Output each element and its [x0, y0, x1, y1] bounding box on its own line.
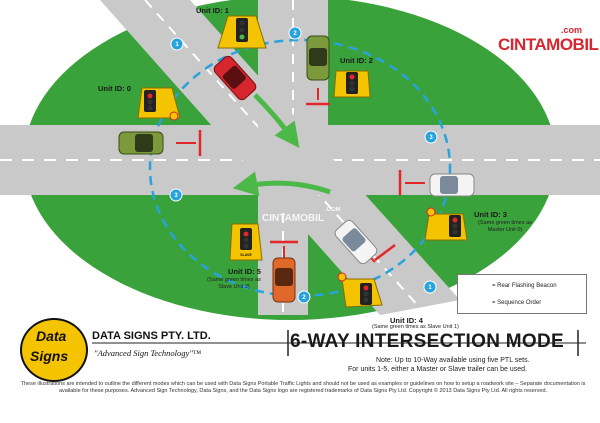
- logo-line-2: Signs: [30, 348, 69, 364]
- watermark-center-com: .COM: [325, 207, 341, 213]
- sequence-badge-2: 2: [288, 26, 302, 40]
- car-white-diagonal: [334, 219, 378, 265]
- watermark-com: .com: [561, 25, 583, 35]
- sequence-badge-1-label: 1: [175, 42, 179, 48]
- unit-3-label: Unit ID: 3: [474, 210, 507, 219]
- data-signs-logo: Data Signs: [20, 318, 88, 382]
- logo-line-1: Data: [36, 328, 67, 344]
- unit-4-note: (Same green times as Slave Unit 1): [372, 324, 459, 330]
- unit-5-label: Unit ID: 5: [228, 267, 261, 276]
- mode-title: 6-WAY INTERSECTION MODE: [290, 331, 564, 352]
- sequence-badge-1-bottom: 1: [423, 280, 437, 294]
- traffic-unit-2: [333, 70, 371, 98]
- legend-sequence-text: = Sequence Order: [492, 300, 542, 306]
- sequence-badge-3-right-label: 3: [429, 135, 433, 141]
- vehicles: [118, 35, 475, 303]
- company-name: DATA SIGNS PTY. LTD.: [92, 330, 211, 342]
- traffic-unit-1: [217, 15, 267, 49]
- car-green-top: [306, 35, 330, 81]
- car-green-left: [118, 131, 164, 155]
- unit-1-label: Unit ID: 1: [196, 6, 229, 15]
- stop-markers: [176, 88, 425, 263]
- car-orange: [272, 257, 296, 303]
- unit-3-note: (Same green times as Master Unit 0): [478, 220, 532, 233]
- car-red: [213, 55, 257, 101]
- unit-5-sign-text: SLAVE: [240, 253, 252, 257]
- sequence-badge-2-label: 2: [293, 31, 297, 37]
- traffic-unit-4: [337, 272, 383, 308]
- unit-0-label: Unit ID: 0: [98, 84, 131, 93]
- legend-beacon-text: = Rear Flashing Beacon: [492, 283, 557, 289]
- legend: = Rear Flashing Beacon = Sequence Order: [457, 274, 587, 314]
- sequence-badge-2-bottom: 2: [297, 290, 311, 304]
- sequence-badge-1-bottom-label: 1: [428, 285, 432, 291]
- mode-note-1: Note: Up to 10-Way available using five …: [376, 357, 530, 364]
- company-tagline: "Advanced Sign Technology"™: [94, 348, 202, 358]
- watermark-brand: CINTAMOBIL: [498, 35, 599, 54]
- mode-note-2: For units 1-5, either a Master or Slave …: [348, 366, 527, 373]
- traffic-units: SLAVE: [137, 15, 468, 308]
- sequence-badges: 1 2 3 3 2 1: [169, 26, 438, 304]
- turn-arrow-down: [253, 93, 300, 149]
- sequence-badge-3-right: 3: [424, 130, 438, 144]
- traffic-unit-0: [137, 87, 181, 121]
- disclaimer: These illustrations are intended to outl…: [20, 381, 586, 394]
- sequence-badge-2-bottom-label: 2: [302, 295, 306, 301]
- sequence-badge-3-left-label: 3: [174, 193, 178, 199]
- watermark-center-brand: CINTAMOBIL: [262, 213, 325, 224]
- car-white-right: [429, 173, 475, 197]
- unit-2-label: Unit ID: 2: [340, 56, 373, 65]
- sequence-badge-3-left: 3: [169, 188, 183, 202]
- traffic-unit-5: SLAVE: [229, 223, 263, 261]
- sequence-badge-1: 1: [170, 37, 184, 51]
- unit-5-note: (Same green times as Slave Unit 2): [207, 277, 261, 290]
- traffic-unit-3: [424, 207, 468, 241]
- turn-arrow-left: [232, 171, 331, 197]
- unit-4-label: Unit ID: 4: [390, 316, 423, 325]
